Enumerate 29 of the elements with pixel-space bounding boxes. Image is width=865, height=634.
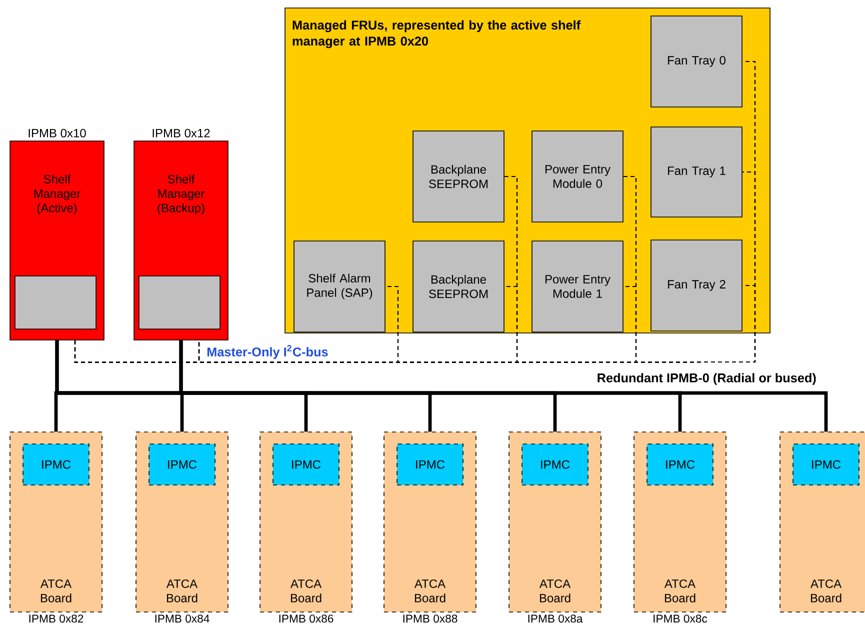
address-label: IPMB 0x82 bbox=[29, 614, 84, 623]
address-label: IPMB 0x84 bbox=[155, 614, 210, 623]
ipmc-box: IPMC bbox=[22, 444, 90, 486]
fru-box: Power Entry Module 1 bbox=[532, 240, 624, 332]
bus-label: Master-Only I$^{2}$C-bus bbox=[207, 345, 328, 359]
module-box bbox=[138, 276, 220, 330]
fru-box: Shelf Alarm Panel (SAP) bbox=[294, 240, 386, 332]
module-box bbox=[14, 276, 96, 330]
bus-label: Redundant IPMB-0 (Radial or bused) bbox=[598, 373, 816, 385]
fru-box: Fan Tray 2 bbox=[650, 240, 742, 332]
ipmc-box: IPMC bbox=[646, 444, 714, 486]
ipmc-box: IPMC bbox=[396, 444, 464, 486]
ipmb-bus-line bbox=[179, 340, 828, 432]
fru-box: Backplane SEEPROM bbox=[412, 240, 504, 332]
ipmc-box: IPMC bbox=[148, 444, 216, 486]
address-label: IPMB 0x12 bbox=[152, 128, 210, 138]
fru-box: Backplane SEEPROM bbox=[412, 130, 504, 222]
ipmc-box: IPMC bbox=[792, 444, 860, 486]
ipmc-box: IPMC bbox=[272, 444, 340, 486]
fru-box: Fan Tray 1 bbox=[650, 126, 742, 218]
i2c-bus-line bbox=[198, 284, 756, 363]
fru-box: Fan Tray 0 bbox=[650, 16, 742, 108]
fru-box: Power Entry Module 0 bbox=[532, 130, 624, 222]
address-label: IPMB 0x8a bbox=[528, 614, 583, 623]
address-label: IPMB 0x10 bbox=[28, 128, 86, 138]
address-label: IPMB 0x88 bbox=[403, 614, 458, 623]
address-label: IPMB 0x8c bbox=[654, 614, 708, 623]
address-label: IPMB 0x86 bbox=[279, 614, 334, 623]
ipmc-box: IPMC bbox=[522, 444, 588, 486]
